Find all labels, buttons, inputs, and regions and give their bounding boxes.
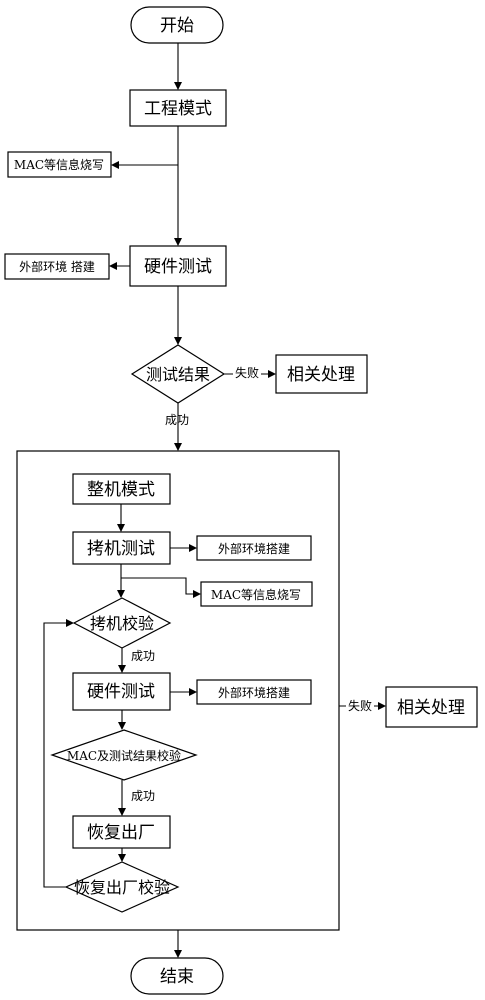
mac-result-check-diamond — [50, 729, 198, 781]
burn-in-check-label: 拷机校验 — [90, 614, 154, 633]
edge-to-mac-write-2 — [121, 577, 201, 598]
test-result-label: 测试结果 — [146, 365, 210, 384]
engineering-mode-label: 工程模式 — [144, 99, 212, 119]
end-label: 结束 — [160, 967, 194, 987]
factory-reset-check-diamond — [64, 861, 180, 913]
related-handling-1-box — [275, 354, 368, 394]
success-label-1: 成功 — [165, 413, 189, 427]
related-handling-1-label: 相关处理 — [287, 365, 355, 385]
whole-mode-label: 整机模式 — [87, 480, 155, 500]
mac-write-top-label: MAC等信息烧写 — [14, 157, 104, 172]
env-setup-2-label: 外部环境搭建 — [218, 685, 290, 700]
whole-mode-box — [72, 473, 171, 505]
edge-label-bg — [233, 364, 261, 380]
related-handling-2-label: 相关处理 — [397, 698, 465, 718]
env-setup-1-label: 外部环境搭建 — [218, 541, 290, 556]
edge-label-bg — [346, 697, 374, 713]
mac-write-2-box — [200, 581, 313, 607]
fail-label-1: 失败 — [235, 365, 259, 380]
related-handling-2-box — [385, 686, 478, 728]
env-setup-top-box — [4, 253, 110, 280]
mac-write-2-label: MAC等信息烧写 — [211, 587, 301, 602]
hw-test-top-label: 硬件测试 — [144, 257, 212, 277]
edge-loop-back-to-burn-in-check — [43, 619, 74, 888]
start-label: 开始 — [160, 16, 194, 36]
burn-in-test-box — [72, 531, 171, 565]
env-setup-1-box — [196, 535, 312, 561]
start-terminal — [130, 6, 224, 44]
hw-test-inner-label: 硬件测试 — [87, 682, 155, 702]
factory-reset-label: 恢复出厂 — [87, 823, 155, 843]
mac-write-top-box — [7, 151, 112, 178]
factory-reset-box — [72, 815, 171, 849]
burn-in-test-label: 拷机测试 — [87, 539, 155, 559]
env-setup-top-label: 外部环境 搭建 — [19, 259, 95, 274]
success-label-2: 成功 — [131, 649, 155, 663]
fail-label-2: 失败 — [348, 698, 372, 713]
success-label-3: 成功 — [131, 789, 155, 803]
hw-test-inner-box — [72, 672, 171, 711]
factory-reset-check-label: 恢复出厂校验 — [74, 878, 170, 897]
mac-result-check-label: MAC及测试结果校验 — [67, 748, 181, 763]
engineering-mode-box — [129, 89, 227, 127]
hw-test-top-box — [129, 245, 227, 287]
env-setup-2-box — [196, 679, 312, 705]
end-terminal — [130, 957, 224, 995]
